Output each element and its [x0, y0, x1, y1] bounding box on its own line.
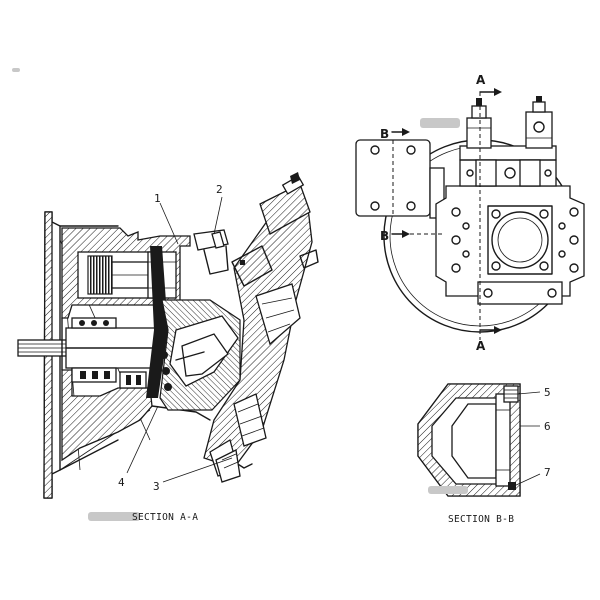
- section-b-b-view: 5 6 7 SECTION B-B: [417, 383, 551, 525]
- scan-speck: [12, 68, 20, 72]
- shaft-bearings: [71, 317, 147, 389]
- callout-6: 6: [544, 420, 551, 433]
- drive-shaft: [17, 327, 157, 369]
- caption-section-b-b: SECTION B-B: [448, 514, 514, 525]
- left-top-valve: [466, 98, 492, 149]
- section-mark-b-bottom: B: [380, 229, 389, 243]
- callout-3: 3: [153, 480, 160, 493]
- compensator-valve: [231, 172, 319, 287]
- bottom-adjuster: [215, 449, 241, 483]
- section-a-a-view: 1 2 3 4 SECTION A-A: [17, 172, 319, 523]
- upper-valve-block: [459, 145, 557, 187]
- section-mark-b-top: B: [380, 127, 389, 141]
- pressure-fitting: [193, 229, 229, 275]
- callout-1: 1: [154, 192, 161, 205]
- side-actuator-box: [355, 139, 445, 219]
- section-mark-a-bottom: A: [476, 339, 486, 353]
- blurred-text-3: [428, 486, 468, 494]
- callout-leaders-a: [126, 196, 233, 483]
- callout-4: 4: [118, 476, 125, 489]
- callout-2: 2: [216, 183, 223, 196]
- right-top-valve: [525, 96, 553, 149]
- callout-7: 7: [544, 466, 551, 479]
- section-mark-a-top: A: [476, 73, 486, 87]
- valve-plate-housing: [203, 199, 313, 477]
- blurred-text-2: [420, 118, 460, 128]
- section-line-a: [479, 88, 502, 340]
- end-cover-block: [435, 185, 585, 305]
- end-view: A A B B: [355, 73, 585, 353]
- cylinder-block: [146, 246, 241, 411]
- caption-section-a-a: SECTION A-A: [132, 512, 198, 523]
- blurred-text: [88, 512, 140, 521]
- callout-5: 5: [544, 386, 551, 399]
- section-line-b: [391, 128, 444, 238]
